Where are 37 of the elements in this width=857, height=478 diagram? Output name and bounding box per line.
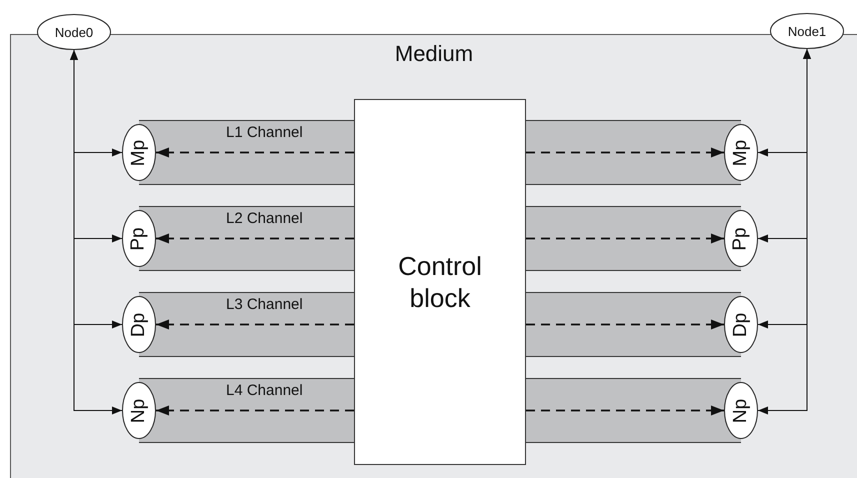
port-ellipse (724, 296, 758, 353)
port-ellipse (122, 296, 156, 353)
panel-title: Medium (394, 41, 474, 67)
node-ellipse (37, 14, 111, 50)
node-ellipse (770, 13, 844, 49)
port-label: Np (128, 398, 150, 423)
port-label: Dp (730, 312, 752, 337)
dashed-arrow (526, 234, 724, 244)
port-label: Dp (128, 312, 150, 337)
channel-label: L4 Channel (226, 382, 303, 399)
dashed-arrow (156, 320, 354, 330)
dashed-arrow (526, 406, 724, 416)
port-label: Pp (730, 226, 752, 250)
channel-label: L1 Channel (226, 124, 303, 141)
channel-label: L3 Channel (226, 296, 303, 313)
dashed-arrow (156, 148, 354, 158)
port-label: Pp (128, 226, 150, 250)
arrow (758, 48, 811, 414)
port-ellipse (122, 124, 156, 181)
port-label: Mp (730, 139, 752, 166)
node-label: Node0 (54, 24, 94, 40)
channel-label: L2 Channel (226, 210, 303, 227)
port-ellipse (122, 210, 156, 267)
dashed-arrow (156, 234, 354, 244)
port-ellipse (122, 382, 156, 439)
arrow (70, 50, 122, 414)
port-ellipse (724, 210, 758, 267)
dashed-arrow (526, 320, 724, 330)
dashed-arrow (526, 148, 724, 158)
port-label: Np (730, 398, 752, 423)
control-block (354, 99, 526, 465)
block-label: Control block (397, 250, 483, 314)
port-label: Mp (128, 139, 150, 166)
dashed-arrow (156, 406, 354, 416)
port-ellipse (724, 124, 758, 181)
node-label: Node1 (788, 24, 826, 38)
port-ellipse (724, 382, 758, 439)
